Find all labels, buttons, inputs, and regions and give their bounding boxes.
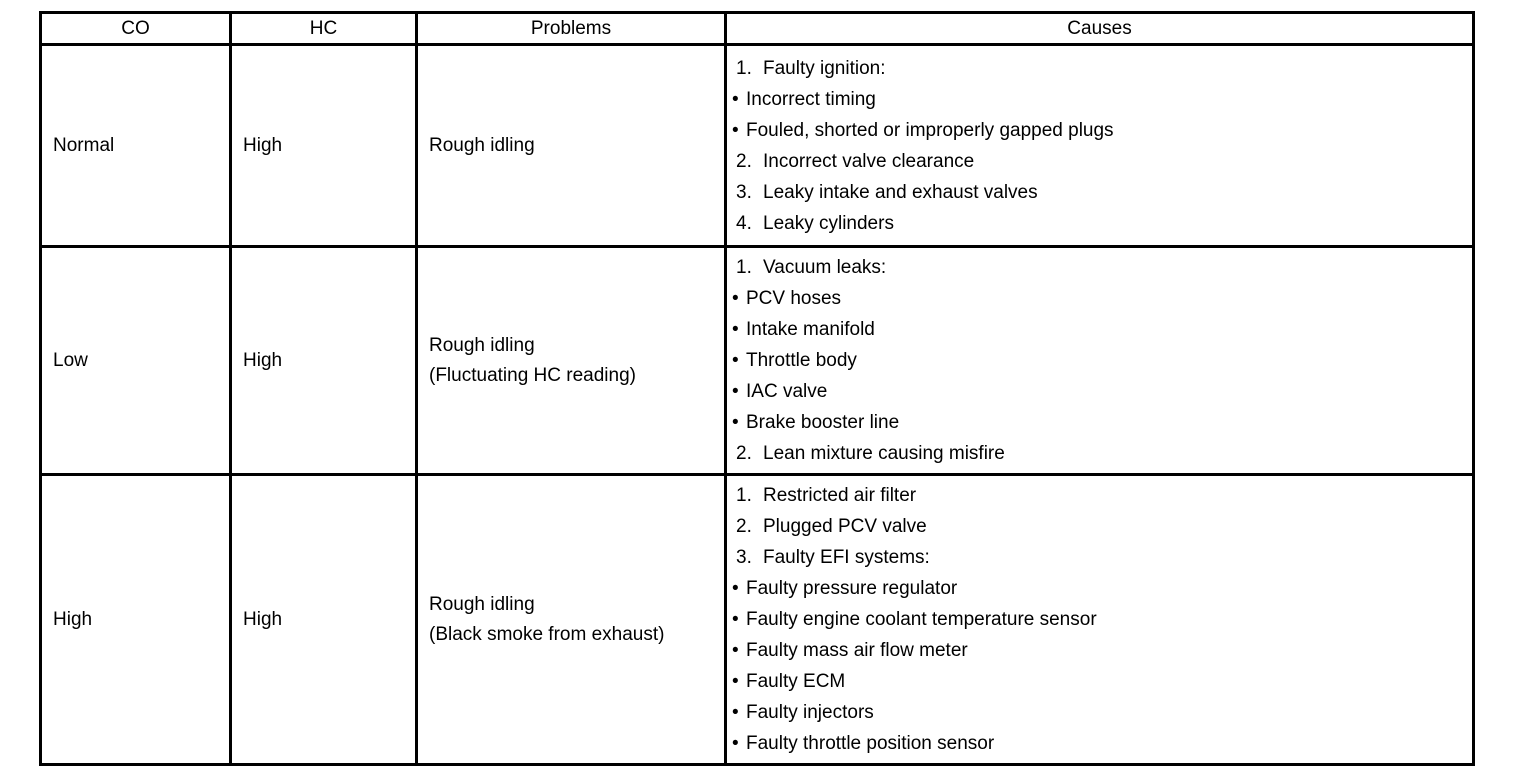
- cause-text: Intake manifold: [746, 319, 875, 340]
- cause-text: Faulty engine coolant temperature sensor: [746, 609, 1097, 630]
- cause-text: Incorrect timing: [746, 88, 876, 110]
- cause-text: PCV hoses: [746, 288, 842, 309]
- cause-text: Brake booster line: [746, 412, 900, 433]
- cause-text: Faulty mass air flow meter: [746, 640, 968, 661]
- cause-text: Throttle body: [746, 350, 857, 371]
- diagnostic-table: CO HC Problems Causes Normal High Rough …: [39, 11, 1475, 766]
- table-row: Normal High Rough idling 1. Faulty igniti…: [39, 43, 1475, 248]
- causes-cell: 1. Restricted air filter 2. Plugged PCV va…: [724, 473, 1475, 766]
- bullet-icon: •: [732, 733, 739, 754]
- cause-text: Faulty EFI systems:: [763, 547, 930, 568]
- cause-line: • Faulty throttle position sensor: [732, 728, 1468, 759]
- cause-line: 1. Faulty ignition:: [732, 53, 1468, 84]
- bullet-icon: •: [732, 288, 739, 309]
- bullet-icon: •: [732, 671, 739, 692]
- cause-text: Incorrect valve clearance: [763, 150, 975, 172]
- problem-line: Rough idling: [429, 593, 535, 615]
- cause-line: 4. Leaky cylinders: [732, 208, 1468, 239]
- list-marker: 1.: [736, 257, 752, 278]
- bullet-icon: •: [732, 609, 739, 630]
- cause-text: Faulty throttle position sensor: [746, 733, 995, 754]
- cause-line: • Throttle body: [732, 345, 1468, 376]
- problems-cell: Rough idling (Fluctuating HC reading): [415, 245, 727, 476]
- bullet-icon: •: [732, 350, 739, 371]
- table-row: High High Rough idling (Black smoke from…: [39, 473, 1475, 766]
- cause-line: • Incorrect timing: [732, 84, 1468, 115]
- co-cell: Normal: [39, 43, 232, 248]
- cause-text: Faulty ECM: [746, 671, 846, 692]
- cause-line: • Brake booster line: [732, 407, 1468, 438]
- cause-text: Plugged PCV valve: [763, 516, 927, 537]
- header-cell-causes: Causes: [724, 11, 1475, 46]
- list-marker: 1.: [736, 57, 752, 79]
- cause-line: • Intake manifold: [732, 314, 1468, 345]
- list-marker: 4.: [736, 212, 752, 234]
- cause-line: • Faulty ECM: [732, 666, 1468, 697]
- hc-cell: High: [229, 473, 418, 766]
- bullet-icon: •: [732, 319, 739, 340]
- list-marker: 3.: [736, 547, 752, 568]
- cause-line: • Fouled, shorted or improperly gapped pl…: [732, 115, 1468, 146]
- causes-cell: 1. Vacuum leaks: • PCV hoses • Intake manif…: [724, 245, 1475, 476]
- cause-text: Vacuum leaks:: [763, 257, 887, 278]
- bullet-icon: •: [732, 702, 739, 723]
- cause-line: • Faulty injectors: [732, 697, 1468, 728]
- problem-line: (Black smoke from exhaust): [429, 623, 665, 645]
- cause-line: • Faulty pressure regulator: [732, 573, 1468, 604]
- bullet-icon: •: [732, 412, 739, 433]
- cause-text: Restricted air filter: [763, 485, 917, 506]
- cause-line: 1. Vacuum leaks:: [732, 252, 1468, 283]
- cause-text: Fouled, shorted or improperly gapped plu…: [746, 119, 1114, 141]
- problems-cell: Rough idling (Black smoke from exhaust): [415, 473, 727, 766]
- list-marker: 2.: [736, 516, 752, 537]
- cause-text: Leaky cylinders: [763, 212, 894, 234]
- cause-line: • Faulty engine coolant temperature senso…: [732, 604, 1468, 635]
- header-cell-problems: Problems: [415, 11, 727, 46]
- problem-line: Rough idling: [429, 134, 535, 156]
- cause-line: 1. Restricted air filter: [732, 480, 1468, 511]
- list-marker: 2.: [736, 150, 752, 172]
- bullet-icon: •: [732, 381, 739, 402]
- hc-cell: High: [229, 245, 418, 476]
- cause-text: Faulty injectors: [746, 702, 874, 723]
- problem-line: Rough idling: [429, 334, 535, 356]
- cause-text: Faulty pressure regulator: [746, 578, 958, 599]
- bullet-icon: •: [732, 119, 739, 141]
- cause-text: Faulty ignition:: [763, 57, 886, 79]
- co-cell: Low: [39, 245, 232, 476]
- problem-line: (Fluctuating HC reading): [429, 364, 636, 386]
- cause-line: • PCV hoses: [732, 283, 1468, 314]
- cause-line: 3. Leaky intake and exhaust valves: [732, 177, 1468, 208]
- cause-line: 2. Plugged PCV valve: [732, 511, 1468, 542]
- cause-line: • Faulty mass air flow meter: [732, 635, 1468, 666]
- bullet-icon: •: [732, 578, 739, 599]
- table-row: Low High Rough idling (Fluctuating HC re…: [39, 245, 1475, 476]
- list-marker: 3.: [736, 181, 752, 203]
- co-cell: High: [39, 473, 232, 766]
- list-marker: 1.: [736, 485, 752, 506]
- bullet-icon: •: [732, 88, 739, 110]
- header-row: CO HC Problems Causes: [39, 11, 1475, 46]
- causes-cell: 1. Faulty ignition: • Incorrect timing • Fo…: [724, 43, 1475, 248]
- cause-line: 2. Incorrect valve clearance: [732, 146, 1468, 177]
- cause-line: 3. Faulty EFI systems:: [732, 542, 1468, 573]
- cause-text: IAC valve: [746, 381, 828, 402]
- bullet-icon: •: [732, 640, 739, 661]
- hc-cell: High: [229, 43, 418, 248]
- header-cell-hc: HC: [229, 11, 418, 46]
- cause-line: • IAC valve: [732, 376, 1468, 407]
- cause-text: Leaky intake and exhaust valves: [763, 181, 1038, 203]
- cause-text: Lean mixture causing misfire: [763, 443, 1005, 464]
- header-cell-co: CO: [39, 11, 232, 46]
- list-marker: 2.: [736, 443, 752, 464]
- problems-cell: Rough idling: [415, 43, 727, 248]
- cause-line: 2. Lean mixture causing misfire: [732, 438, 1468, 469]
